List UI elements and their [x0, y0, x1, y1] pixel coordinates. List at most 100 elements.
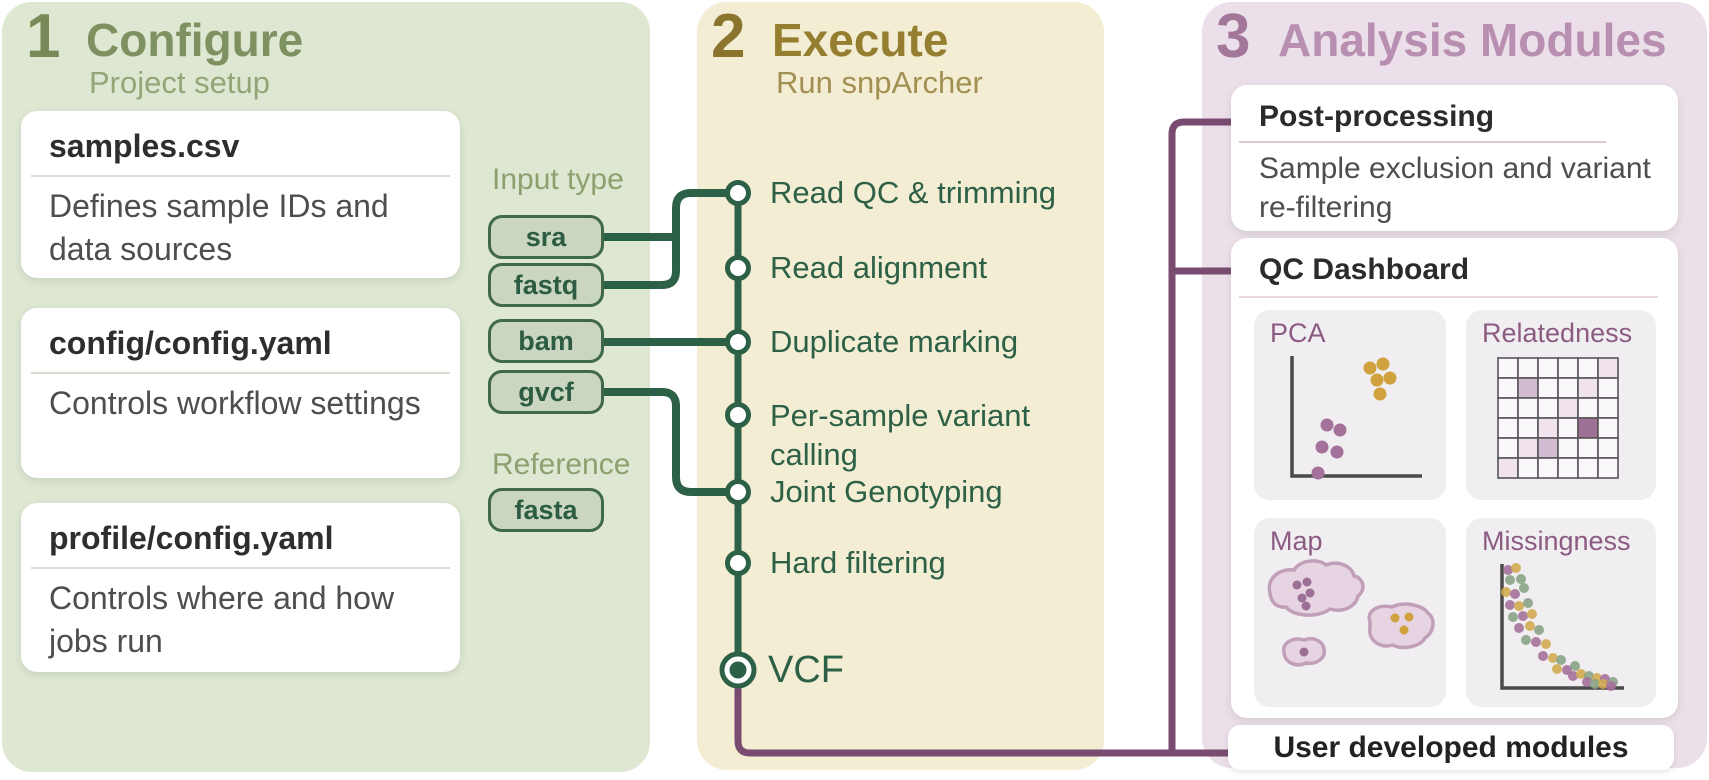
heatmap-cell: [1537, 457, 1559, 479]
missingness-dot: [1598, 679, 1608, 689]
user-developed-modules-card: User developed modules: [1228, 725, 1674, 770]
heatmap-cell: [1557, 437, 1579, 459]
heatmap-cell: [1577, 457, 1599, 479]
missingness-axes: [1500, 564, 1624, 690]
pca-dot: [1330, 445, 1344, 459]
missingness-dot: [1511, 563, 1521, 573]
pca-dot: [1373, 387, 1387, 401]
heatmap-cell: [1517, 397, 1539, 419]
pipeline-step-hard-filtering: Hard filtering: [770, 545, 946, 580]
missingness-dot: [1523, 598, 1533, 608]
card-divider: [1239, 296, 1658, 298]
missingness-dot: [1519, 583, 1529, 593]
heatmap-cell: [1557, 457, 1579, 479]
pca-chart: [1290, 356, 1422, 480]
pca-dot: [1363, 361, 1377, 375]
map-sample-dot: [1301, 601, 1311, 611]
pca-dot: [1333, 423, 1347, 437]
missingness-dot: [1531, 637, 1541, 647]
missingness-dot: [1556, 655, 1566, 665]
missingness-dot: [1570, 661, 1580, 671]
missingness-dot: [1576, 669, 1586, 679]
profile-yaml-card-title: profile/config.yaml: [49, 520, 334, 556]
relatedness-heatmap: [1497, 357, 1619, 479]
card-divider: [31, 372, 450, 374]
qc-dashboard-card: QC Dashboard PCA Relatedness Map Miss: [1231, 238, 1678, 718]
execute-panel: [697, 2, 1104, 770]
pipeline-step-duplicate-marking: Duplicate marking: [770, 324, 1019, 359]
missingness-dot: [1505, 575, 1515, 585]
relatedness-tile: Relatedness: [1466, 310, 1656, 500]
missingness-dot: [1538, 651, 1548, 661]
heatmap-cell: [1577, 417, 1599, 439]
profile-yaml-card-body: Controls where and how jobs run: [49, 580, 395, 659]
pca-axes: [1290, 356, 1422, 478]
input-type-label: Input type: [492, 163, 624, 196]
missingness-dot: [1516, 574, 1526, 584]
heatmap-cell: [1517, 377, 1539, 399]
heatmap-cell: [1597, 397, 1619, 419]
heatmap-cell: [1577, 377, 1599, 399]
map-sample-dot: [1305, 588, 1315, 598]
configure-subtitle: Project setup: [89, 65, 270, 100]
heatmap-cell: [1557, 377, 1579, 399]
pca-tile-title: PCA: [1270, 318, 1326, 348]
profile-yaml-card: profile/config.yaml Controls where and h…: [21, 503, 460, 672]
pca-dot: [1311, 466, 1325, 480]
missingness-dot: [1548, 653, 1558, 663]
samples-csv-card-title: samples.csv: [49, 128, 240, 164]
analysis-title: Analysis Modules: [1278, 14, 1667, 66]
card-divider: [31, 175, 450, 177]
samples-csv-card: samples.csv Defines sample IDs and data …: [21, 111, 460, 278]
heatmap-cell: [1597, 437, 1619, 459]
heatmap-cell: [1537, 397, 1559, 419]
pca-dot: [1383, 371, 1397, 385]
heatmap-cell: [1557, 417, 1579, 439]
missingness-dot: [1521, 635, 1531, 645]
heatmap-cell: [1597, 377, 1619, 399]
pipeline-step-read-qc: Read QC & trimming: [770, 175, 1056, 210]
config-yaml-card: config/config.yaml Controls workflow set…: [21, 308, 460, 478]
missingness-tile-title: Missingness: [1482, 526, 1631, 556]
map-sample-dot: [1297, 593, 1307, 603]
pca-dot: [1376, 357, 1390, 371]
heatmap-cell: [1597, 357, 1619, 379]
qc-dashboard-title: QC Dashboard: [1259, 253, 1470, 286]
map-sample-dot: [1299, 647, 1309, 657]
heatmap-cell: [1597, 417, 1619, 439]
post-processing-body: Sample exclusion and variant re-filterin…: [1259, 152, 1651, 224]
heatmap-cell: [1577, 437, 1599, 459]
execute-step-number: 2: [711, 2, 746, 71]
missingness-dot: [1534, 625, 1544, 635]
missingness-dot: [1518, 611, 1528, 621]
heatmap-cell: [1497, 437, 1519, 459]
missingness-dot: [1606, 681, 1616, 691]
heatmap-cell: [1537, 357, 1559, 379]
heatmap-cell: [1557, 397, 1579, 419]
missingness-dot: [1514, 623, 1524, 633]
heatmap-cell: [1517, 417, 1539, 439]
map-tile-title: Map: [1270, 526, 1323, 556]
map-sample-dot: [1302, 577, 1312, 587]
pipeline-step-joint-genotyping: Joint Genotyping: [770, 474, 1003, 509]
missingness-chart: [1500, 563, 1624, 691]
map-sample-dot: [1399, 625, 1409, 635]
heatmap-cell: [1497, 457, 1519, 479]
post-processing-title: Post-processing: [1259, 100, 1495, 133]
badge-gvcf: gvcf: [488, 370, 604, 414]
config-yaml-card-title: config/config.yaml: [49, 325, 332, 361]
heatmap-cell: [1537, 377, 1559, 399]
map-sample-dot: [1292, 580, 1302, 590]
missingness-dot: [1503, 565, 1513, 575]
pca-dot: [1320, 418, 1334, 432]
map-sample-dot: [1390, 613, 1400, 623]
missingness-dot: [1568, 671, 1578, 681]
missingness-tile: Missingness: [1466, 518, 1656, 707]
missingness-dot: [1527, 609, 1537, 619]
heatmap-cell: [1497, 417, 1519, 439]
heatmap-cell: [1577, 397, 1599, 419]
configure-step-number: 1: [26, 2, 61, 71]
heatmap-cell: [1517, 357, 1539, 379]
config-yaml-card-body: Controls workflow settings: [49, 385, 421, 421]
